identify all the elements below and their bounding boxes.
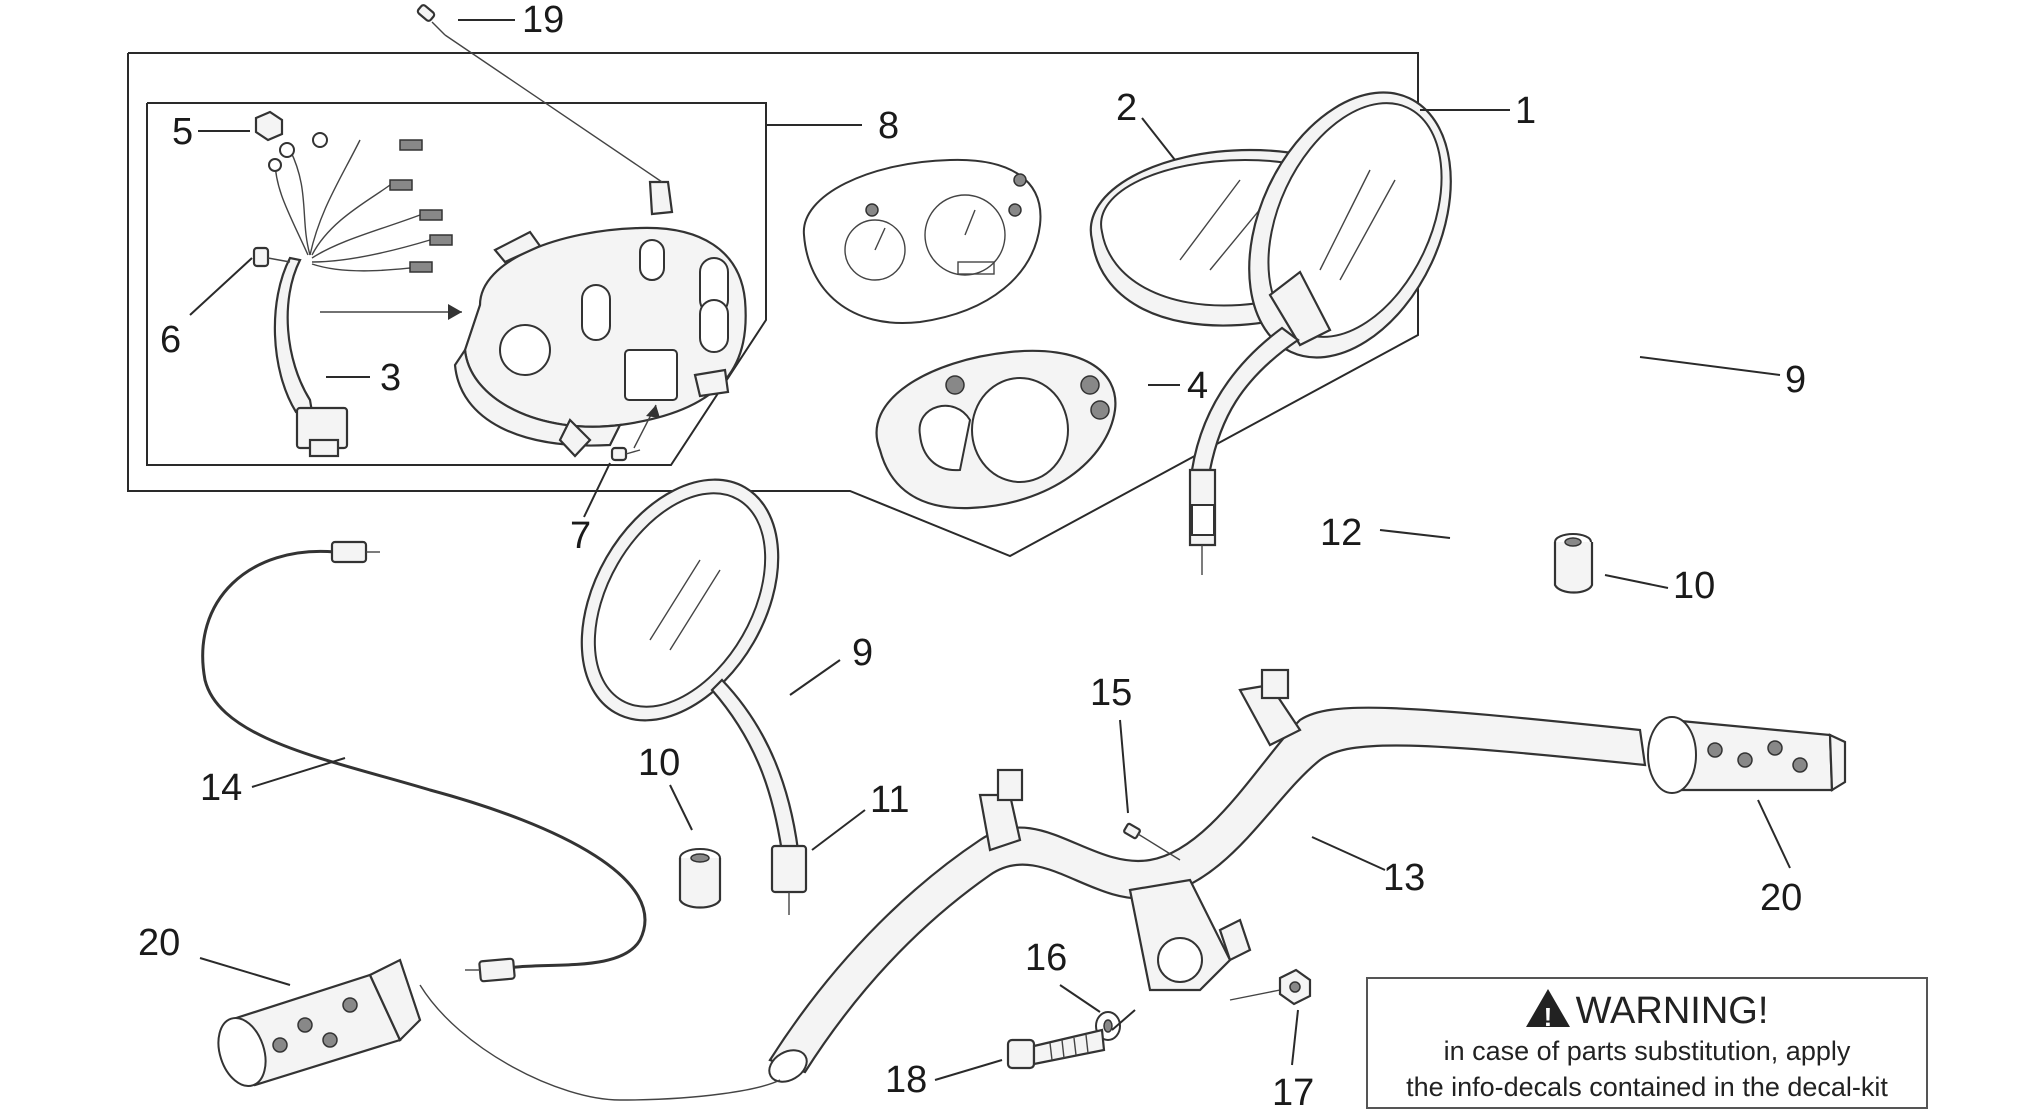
callout-13: 13: [1383, 857, 1425, 899]
callout-10-right: 10: [1673, 565, 1715, 607]
warning-title-text: WARNING!: [1575, 990, 1769, 1032]
screw-7: [610, 404, 660, 462]
callout-9-right: 9: [1785, 359, 1806, 401]
cable: [201, 540, 647, 983]
instrument-housing: [453, 180, 747, 458]
grip-left: [217, 958, 422, 1087]
screw-6: [252, 246, 291, 268]
callout-4: 4: [1187, 365, 1208, 407]
spacer-left: [678, 848, 722, 909]
callout-1: 1: [1515, 90, 1536, 132]
wiring-harness: [268, 132, 462, 458]
leader-lines: [189, 19, 1791, 1101]
nut-5: [254, 110, 284, 142]
gauge-dial-plate: [802, 158, 1042, 324]
callout-15: 15: [1090, 672, 1132, 714]
callout-16: 16: [1025, 937, 1067, 979]
callout-5: 5: [172, 111, 193, 153]
nut-17: [1278, 968, 1312, 1006]
spacer-right: [1553, 533, 1594, 594]
warning-line-1: in case of parts substitution, apply: [1443, 1036, 1851, 1066]
callout-20-left: 20: [138, 922, 180, 964]
callout-8: 8: [878, 105, 899, 147]
callout-12: 12: [1320, 512, 1362, 554]
dashboard-assembly-outline: [127, 52, 1419, 558]
mirror-left: [580, 478, 808, 915]
bezel: [875, 349, 1117, 510]
bolt-18: [1006, 1028, 1106, 1070]
warning-heading: WARNING!: [1368, 989, 1926, 1039]
callout-3: 3: [380, 357, 401, 399]
callout-10-left: 10: [638, 742, 680, 784]
screw-19: [416, 4, 663, 183]
screw-15: [1123, 822, 1181, 861]
callout-14: 14: [200, 767, 242, 809]
callout-9-left: 9: [852, 632, 873, 674]
callout-6: 6: [160, 319, 181, 361]
callout-17: 17: [1272, 1072, 1314, 1114]
warning-line-2: the info-decals contained in the decal-k…: [1406, 1072, 1888, 1102]
callout-20-right: 20: [1760, 877, 1802, 919]
callout-18: 18: [885, 1059, 927, 1101]
callout-19: 19: [522, 0, 564, 41]
callout-2: 2: [1116, 87, 1137, 129]
warning-notice: WARNING! in case of parts substitution, …: [1366, 977, 1928, 1109]
callout-11: 11: [870, 779, 909, 821]
mirror-right: [1188, 91, 1452, 575]
warning-triangle-icon: [1525, 989, 1570, 1039]
callout-7: 7: [570, 515, 591, 557]
handlebar: [768, 668, 1647, 1083]
grip-right: [1647, 716, 1847, 794]
